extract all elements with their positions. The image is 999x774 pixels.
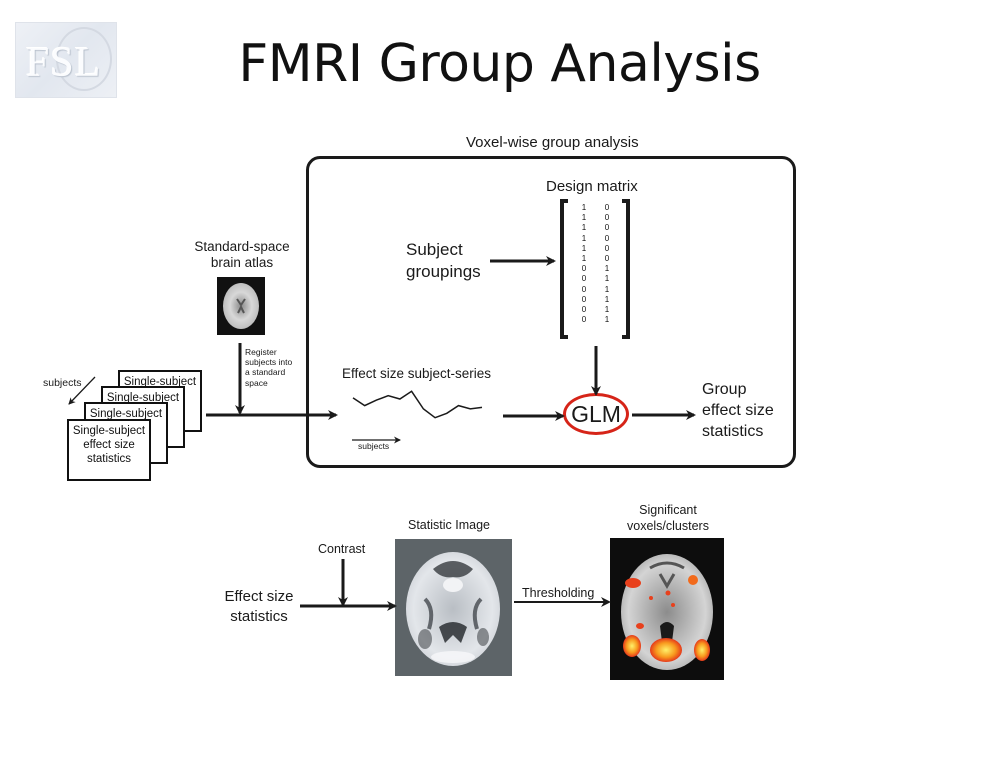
matrix-cell: 1 [581,213,587,223]
matrix-cell: 0 [604,223,610,233]
subject-card-line: Single-subject [72,425,146,437]
subject-card-line: statistics [86,453,132,466]
contrast-label: Contrast [318,542,366,556]
matrix-cell: 0 [604,213,610,223]
effect-size-line2: statistics [230,607,288,625]
voxelwise-heading: Voxel-wise group analysis [466,134,639,151]
matrix-cell: 1 [604,294,610,304]
fsl-logo-text: FSL [26,40,102,86]
matrix-cell: 0 [581,315,587,325]
group-output-label: Group effect size statistics [702,380,774,442]
subject-card-text: Single-subject [89,408,163,420]
matrix-cell: 0 [581,274,587,284]
matrix-cell: 1 [604,305,610,315]
subjects-diagonal-arrow [68,376,96,405]
effect-series-line [352,390,483,419]
register-note-line: Register [245,347,277,357]
matrix-cell: 1 [604,264,610,274]
matrix-cell: 1 [581,254,587,264]
atlas-brain-image [217,277,265,335]
page-title: FMRI Group Analysis [238,34,761,94]
atlas-label-line1: Standard-space [194,239,290,254]
matrix-cell: 1 [581,243,587,253]
subject-card-text: Single-subject [123,376,197,388]
significant-label: Significant voxels/clusters [618,503,718,534]
significant-clusters-image [610,538,724,680]
matrix-cell: 0 [581,264,587,274]
matrix-right-bracket [622,199,630,339]
subject-card-text: Single-subject [106,392,180,404]
significant-clusters-svg [621,554,713,670]
matrix-cell: 1 [604,274,610,284]
matrix-cell: 0 [581,284,587,294]
matrix-cell: 1 [581,233,587,243]
atlas-label-line2: brain atlas [210,255,274,271]
atlas-brain-svg [223,283,259,329]
matrix-cell: 0 [604,203,610,212]
matrix-cell: 1 [604,284,610,294]
group-output-line3: statistics [702,422,764,440]
effect-size-input-label: Effect size statistics [218,587,300,626]
design-matrix-label: Design matrix [546,178,638,195]
matrix-cell: 0 [604,243,610,253]
thresholding-label: Thresholding [522,586,595,600]
subject-groupings-label: Subject groupings [406,239,481,283]
register-note-line: a standard [245,367,286,378]
subjects-arrow-label: subjects [43,377,82,389]
statistic-brain-svg [406,552,500,666]
matrix-cell: 0 [581,294,587,304]
trilobite-icon [56,27,112,91]
fsl-logo: FSL [15,22,117,98]
register-note: Register subjects into a standard space [245,347,292,388]
matrix-left-bracket [560,199,568,339]
effect-size-line1: Effect size [224,588,294,605]
significant-line2: voxels/clusters [627,518,709,533]
statistic-image-label: Statistic Image [408,518,490,532]
subject-groupings-line1: Subject [406,240,463,259]
matrix-cell: 0 [581,305,587,315]
matrix-cell: 1 [581,223,587,233]
group-output-line2: effect size [702,401,774,419]
matrix-cell: 0 [604,254,610,264]
matrix-cell: 1 [581,203,587,212]
statistic-brain-image [395,539,512,676]
register-note-line: subjects into [245,357,293,368]
significant-line1: Significant [639,503,697,517]
subject-groupings-line2: groupings [406,262,481,282]
subject-card-front: Single-subject effect size statistics [67,419,151,481]
subject-card-line: effect size [83,439,135,452]
atlas-label: Standard-space brain atlas [186,239,298,272]
effect-series-label: Effect size subject-series [342,366,492,381]
group-output-line1: Group [702,381,747,398]
register-note-line: space [245,377,268,388]
matrix-cell: 1 [604,315,610,325]
matrix-cell: 0 [604,233,610,243]
voxelwise-group-box [306,156,796,468]
series-subjects-label: subjects [358,441,390,451]
